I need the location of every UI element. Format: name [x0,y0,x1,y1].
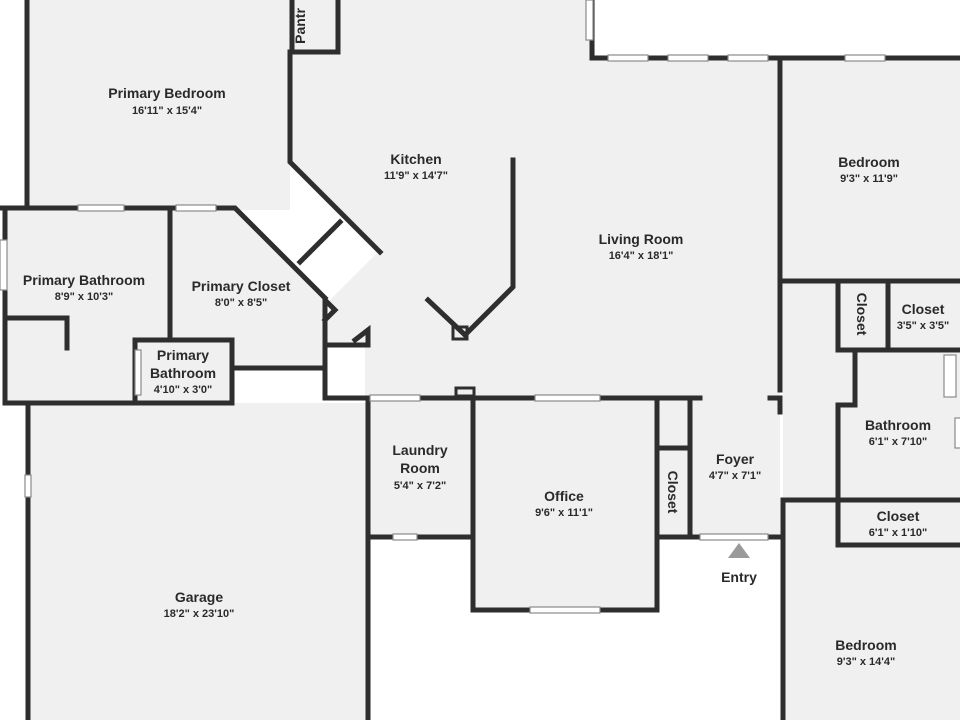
room-office: Office 9'6" x 11'1" [535,488,593,519]
room-name: Closet [877,508,920,524]
room-dim: 6'1" x 1'10" [869,527,927,539]
room-name: Primary [157,347,209,363]
room-name: Pantr [292,8,308,44]
room-dim: 8'0" x 8'5" [215,297,267,309]
room-dim: 3'5" x 3'5" [897,320,949,332]
room-dim: 4'10" x 3'0" [154,384,212,396]
room-name: Laundry [392,442,447,458]
room-name-line2: Room [400,460,440,476]
room-dim: 9'3" x 14'4" [837,656,895,668]
room-primary-closet: Primary Closet 8'0" x 8'5" [192,278,291,309]
floor-areas [5,0,960,720]
room-name: Closet [854,293,870,336]
room-dim: 16'11" x 15'4" [132,105,202,117]
room-name: Bedroom [838,154,899,170]
room-kitchen: Kitchen 11'9" x 14'7" [384,151,448,182]
room-dim: 18'2" x 23'10" [164,608,235,620]
windows [0,0,960,614]
room-dim: 9'3" x 11'9" [840,173,898,185]
room-bathroom: Bathroom 6'1" x 7'10" [865,417,931,448]
room-name: Foyer [716,451,755,467]
room-name: Primary Bathroom [23,272,145,288]
room-dim: 5'4" x 7'2" [394,480,446,492]
room-primary-bathroom-small: Primary Bathroom 4'10" x 3'0" [150,347,216,396]
room-primary-bedroom: Primary Bedroom 16'11" x 15'4" [108,85,225,117]
room-labels: Primary Bedroom 16'11" x 15'4" Kitchen 1… [23,8,949,668]
room-name: Primary Closet [192,278,291,294]
room-closet-office: Closet [665,471,681,514]
room-dim: 9'6" x 11'1" [535,507,593,519]
room-closet-small-vertical: Closet [854,293,870,336]
room-name: Kitchen [390,151,441,167]
room-name: Living Room [599,231,684,247]
room-name: Closet [665,471,681,514]
room-name: Office [544,488,584,504]
entry-label: Entry [721,569,757,585]
room-pantry: Pantr [292,8,308,44]
room-laundry-room: Laundry Room 5'4" x 7'2" [392,442,447,492]
room-name: Closet [902,301,945,317]
room-living-room: Living Room 16'4" x 18'1" [599,231,684,262]
room-foyer: Foyer 4'7" x 7'1" [709,451,761,482]
room-dim: 16'4" x 18'1" [609,250,674,262]
room-name: Bedroom [835,637,896,653]
room-primary-bathroom: Primary Bathroom 8'9" x 10'3" [23,272,145,303]
entry-arrow-icon [728,543,750,558]
room-closet-1: Closet 3'5" x 3'5" [897,301,949,332]
room-name: Primary Bedroom [108,85,225,101]
room-bedroom-1: Bedroom 9'3" x 11'9" [838,154,899,185]
room-closet-2: Closet 6'1" x 1'10" [869,508,927,539]
room-bedroom-2: Bedroom 9'3" x 14'4" [835,637,896,668]
room-dim: 11'9" x 14'7" [384,170,448,182]
room-name-line2: Bathroom [150,365,216,381]
room-name: Garage [175,589,223,605]
room-dim: 6'1" x 7'10" [869,436,927,448]
room-name: Bathroom [865,417,931,433]
room-dim: 4'7" x 7'1" [709,470,761,482]
room-garage: Garage 18'2" x 23'10" [164,589,235,620]
room-dim: 8'9" x 10'3" [55,291,113,303]
